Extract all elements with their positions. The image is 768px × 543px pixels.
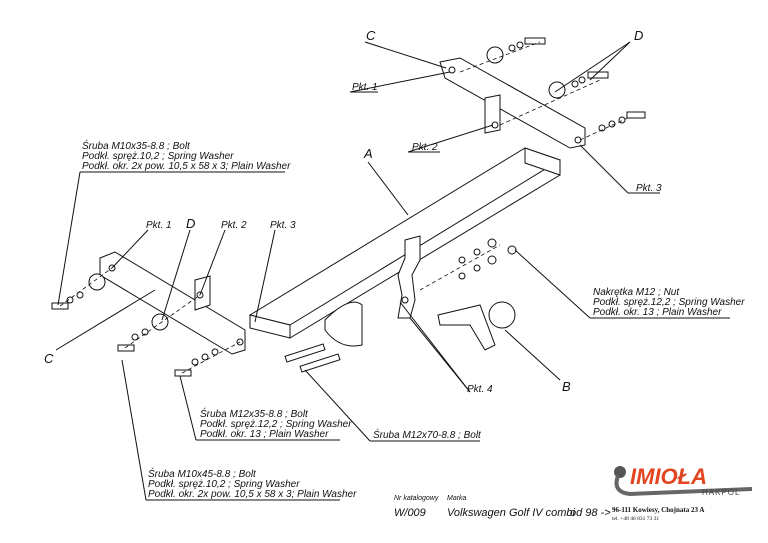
leader-lines bbox=[55, 41, 730, 501]
note-line: Podkł. okr. 13 ; Plain Washer bbox=[200, 429, 329, 440]
note-line: Śruba M10x35-8.8 ; Bolt bbox=[82, 139, 191, 152]
callout-pkt1-left: Pkt. 1 bbox=[146, 220, 172, 231]
brand-value: Volkswagen Golf IV combi bbox=[447, 507, 576, 519]
callout-c-top: C bbox=[366, 28, 376, 43]
note-bolt-m10x45: Śruba M10x45-8.8 ; Bolt Podkł. spręż.10,… bbox=[148, 467, 357, 500]
callout-c-left: C bbox=[44, 351, 54, 366]
note-line: Śruba M12x70-8.8 ; Bolt bbox=[373, 428, 482, 441]
callout-pkt3-left: Pkt. 3 bbox=[270, 220, 296, 231]
callout-pkt1-top: Pkt. 1 bbox=[352, 82, 378, 93]
note-bolt-m12x35: Śruba M12x35-8.8 ; Bolt Podkł. spręż.12,… bbox=[200, 407, 352, 440]
callout-pkt3-top: Pkt. 3 bbox=[636, 183, 662, 194]
catalog-label: Nr katalogowy bbox=[394, 495, 439, 502]
catalog-value: W/009 bbox=[394, 507, 426, 519]
ball-mount bbox=[324, 235, 516, 351]
company-logo: IMIOŁA HAKPOL bbox=[614, 464, 753, 497]
crossbar bbox=[248, 147, 562, 339]
company-phone: tel. +48 46 831 73 31 bbox=[612, 516, 659, 522]
brand-label: Marka bbox=[447, 495, 467, 502]
note-line: Śruba M12x35-8.8 ; Bolt bbox=[200, 407, 309, 420]
callout-pkt2-left: Pkt. 2 bbox=[221, 220, 247, 231]
note-bolt-m12x70: Śruba M12x70-8.8 ; Bolt bbox=[373, 428, 482, 441]
note-line: Podkł. spręż.12,2 ; Spring Washer bbox=[200, 419, 352, 430]
note-line: Podkł. okr. 2x pow. 10,5 x 58 x 3; Plain… bbox=[82, 161, 291, 172]
callout-pkt4: Pkt. 4 bbox=[467, 384, 493, 395]
right-bracket bbox=[439, 57, 586, 149]
callout-d-left: D bbox=[186, 216, 195, 231]
logo-subtext: HAKPOL bbox=[702, 488, 740, 497]
note-line: Podkł. okr. 2x pow. 10,5 x 58 x 3; Plain… bbox=[148, 489, 357, 500]
company-address: 96-111 Kowiesy, Chojnata 23 A bbox=[612, 506, 704, 514]
note-line: Podkł. spręż.10,2 ; Spring Washer bbox=[82, 151, 234, 162]
callout-pkt2-top: Pkt. 2 bbox=[412, 142, 438, 153]
note-line: Podkł. okr. 13 ; Plain Washer bbox=[593, 307, 722, 318]
fasteners bbox=[51, 37, 646, 377]
note-line: Nakrętka M12 ; Nut bbox=[593, 287, 680, 298]
note-line: Podkł. spręż.10,2 ; Spring Washer bbox=[148, 479, 300, 490]
note-line: Podkł. spręż.12,2 ; Spring Washer bbox=[593, 297, 745, 308]
note-line: Śruba M10x45-8.8 ; Bolt bbox=[148, 467, 257, 480]
note-nut-m12: Nakrętka M12 ; Nut Podkł. spręż.12,2 ; S… bbox=[593, 287, 745, 318]
callout-a: A bbox=[363, 146, 373, 161]
left-bracket bbox=[99, 251, 246, 355]
note-bolt-m10x35: Śruba M10x35-8.8 ; Bolt Podkł. spręż.10,… bbox=[82, 139, 291, 172]
logo-text: IMIOŁA bbox=[630, 464, 707, 489]
year-range: od 98 -> bbox=[570, 507, 611, 519]
callout-b: B bbox=[562, 379, 571, 394]
callout-d-top: D bbox=[634, 28, 643, 43]
assembly-lines bbox=[59, 41, 631, 374]
